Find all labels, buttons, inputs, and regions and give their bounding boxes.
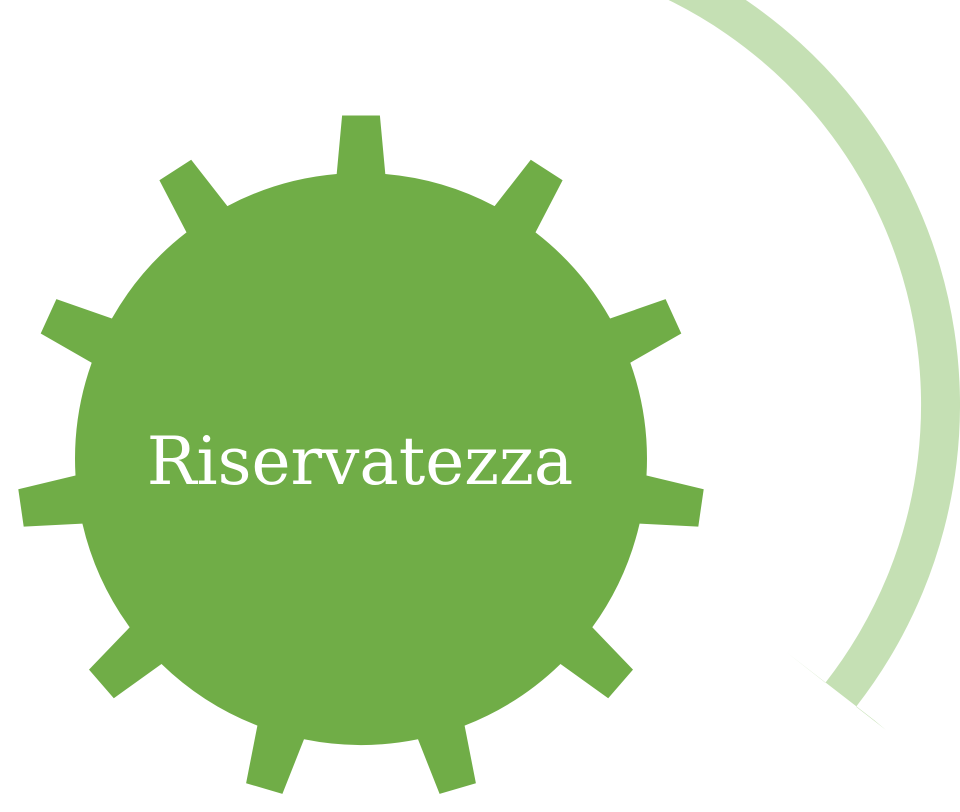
gear-shape (18, 115, 704, 794)
circular-arrow (668, 0, 960, 731)
gear-label: Riservatezza (147, 423, 573, 500)
